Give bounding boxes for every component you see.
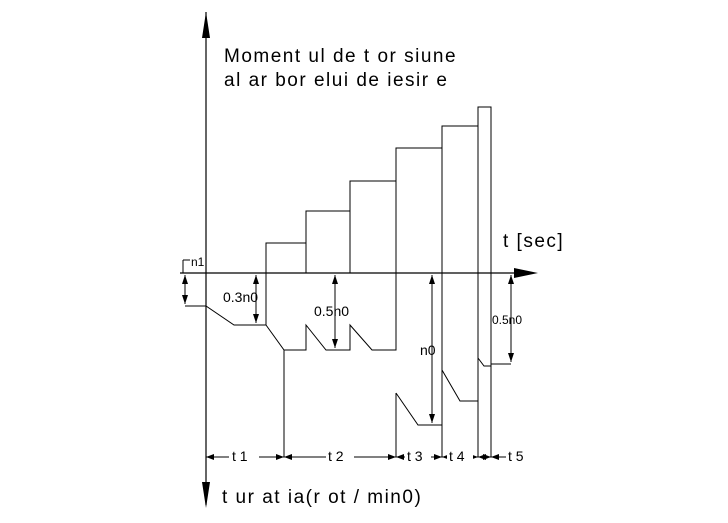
label-05n0-middle: 0.5n0 xyxy=(314,303,349,319)
label-n1: n1 xyxy=(191,255,205,269)
time-axis xyxy=(180,259,538,278)
dimension-n0 xyxy=(429,275,435,423)
dimension-n1 xyxy=(182,275,188,304)
axis-arrow-down-icon xyxy=(202,482,210,508)
speed-axis-label: t ur at ia(r ot / min0) xyxy=(222,487,422,508)
axis-arrow-right-icon xyxy=(514,268,538,278)
dimension-05n0-middle xyxy=(332,275,338,348)
interval-dimension-row xyxy=(206,454,532,460)
dimension-05n0-right xyxy=(491,275,514,365)
interval-t5: t 5 xyxy=(508,448,524,464)
label-05n0-right: 0.5n0 xyxy=(492,313,522,327)
interval-t2: t 2 xyxy=(328,448,344,464)
axis-arrow-up-icon xyxy=(202,12,210,38)
interval-t4: t 4 xyxy=(449,448,465,464)
speed-curve xyxy=(185,273,492,426)
label-n0: n0 xyxy=(420,342,436,358)
interval-extension-lines xyxy=(283,350,492,457)
vertical-axis xyxy=(202,12,210,508)
t-axis-label: t [sec] xyxy=(503,231,564,252)
title-line-1: Moment ul de t or siune xyxy=(224,46,457,67)
interval-t1: t 1 xyxy=(232,448,248,464)
label-03n0: 0.3n0 xyxy=(223,289,258,305)
torque-steps xyxy=(265,106,492,273)
interval-t3: t 3 xyxy=(407,448,423,464)
dimension-03n0 xyxy=(253,275,259,323)
title-line-2: al ar bor elui de iesir e xyxy=(224,70,448,91)
